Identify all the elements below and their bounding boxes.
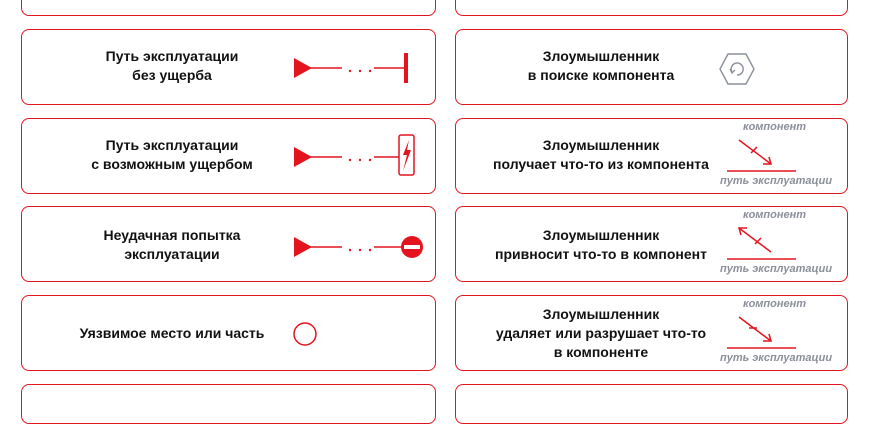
search-component-icon (719, 53, 755, 85)
legend-card-partial-top-right (455, 0, 848, 16)
legend-card-partial-bottom-left (21, 384, 436, 424)
component-caption: компонент (743, 121, 807, 133)
path-damage-icon (294, 134, 415, 176)
get-from-component-icon (727, 139, 796, 172)
legend-card-vulnerable-spot: Уязвимое место или часть (21, 295, 436, 371)
exploit-path-caption: путь эксплуатации (720, 175, 833, 187)
component-caption: компонент (743, 298, 807, 310)
legend-card-partial-bottom-right (455, 384, 848, 424)
component-caption: компонент (743, 209, 807, 221)
path-failed-icon (294, 236, 423, 258)
exploit-path-caption: путь эксплуатации (720, 352, 833, 364)
bring-into-component-icon (727, 227, 796, 260)
vulnerable-spot-icon (293, 322, 317, 346)
legend-label: Уязвимое место или часть (79, 325, 265, 341)
path-blocked-icon (294, 53, 408, 83)
exploit-path-caption: путь эксплуатации (720, 263, 833, 275)
legend-card-partial-top-left (21, 0, 436, 16)
destroy-in-component-icon (727, 316, 796, 349)
